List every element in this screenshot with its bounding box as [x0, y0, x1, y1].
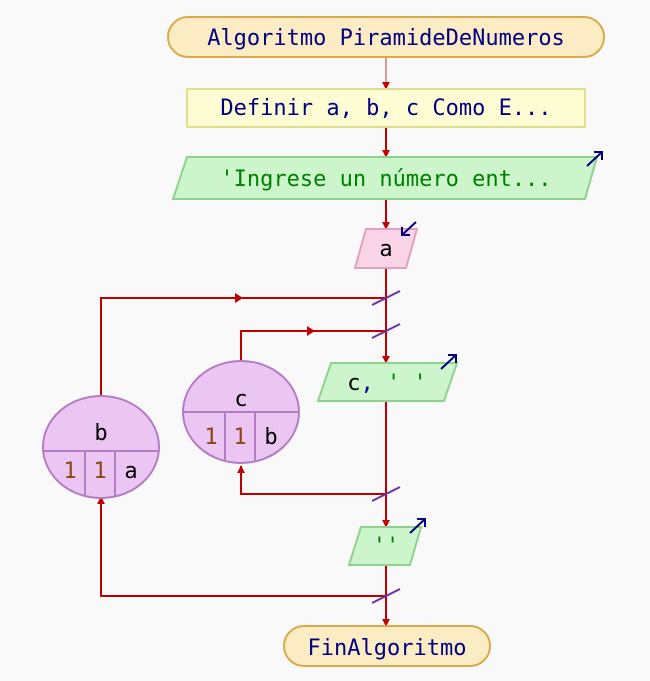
inner-loop-return-line: [237, 465, 386, 495]
loop-b-end: a: [124, 459, 137, 484]
loop-c-start: 1: [204, 425, 217, 450]
loop-junction-slashes: [371, 290, 401, 604]
end-terminator[interactable]: FinAlgoritmo: [283, 625, 491, 667]
flow-lines: [97, 57, 390, 627]
declaration-label: Definir a, b, c Como E...: [220, 96, 551, 121]
output-arrow-icon: [586, 151, 603, 167]
output-row-string: ' ': [387, 371, 427, 396]
inner-loop-entry-arrowhead: [307, 326, 315, 336]
loop-c-step: 1: [233, 425, 246, 450]
input-arrow-icon: [401, 221, 417, 236]
outer-loop-entry-arrowhead: [235, 293, 243, 303]
slash-mark: [371, 588, 401, 604]
start-label: Algoritmo PiramideDeNumeros: [207, 26, 565, 51]
declaration-block[interactable]: Definir a, b, c Como E...: [186, 88, 586, 128]
start-terminator[interactable]: Algoritmo PiramideDeNumeros: [167, 16, 605, 58]
slash-mark: [371, 323, 401, 339]
loop-b-node[interactable]: b 1 1 a: [42, 395, 160, 499]
svg-text:c, ' ': c, ' ': [347, 371, 427, 396]
output-row-sep: ,: [361, 371, 388, 396]
output-newline-label: '': [373, 534, 400, 559]
outer-loop-entry-line: [100, 297, 386, 397]
output-newline-block[interactable]: '': [347, 518, 426, 566]
inner-loop-entry-line: [240, 330, 386, 363]
loop-b-start: 1: [63, 459, 76, 484]
loop-b-step: 1: [93, 459, 106, 484]
loop-c-node[interactable]: c 1 1 b: [182, 360, 300, 464]
loop-c-end: b: [264, 425, 277, 450]
loop-c-var: c: [234, 387, 247, 412]
output-arrow-icon: [440, 354, 457, 370]
slash-mark: [371, 486, 401, 502]
output-prompt-block[interactable]: 'Ingrese un número ent...: [171, 151, 603, 200]
output-arrow-icon: [409, 518, 426, 534]
read-input-block[interactable]: a: [353, 221, 419, 269]
read-input-label: a: [379, 237, 392, 262]
slash-mark: [371, 290, 401, 306]
output-row-block[interactable]: c, ' ': [316, 354, 459, 402]
outer-loop-return-line: [97, 496, 386, 597]
loop-b-var: b: [94, 421, 107, 446]
end-label: FinAlgoritmo: [308, 636, 467, 661]
output-row-var: c: [347, 371, 360, 396]
output-prompt-label: 'Ingrese un número ent...: [220, 167, 551, 192]
